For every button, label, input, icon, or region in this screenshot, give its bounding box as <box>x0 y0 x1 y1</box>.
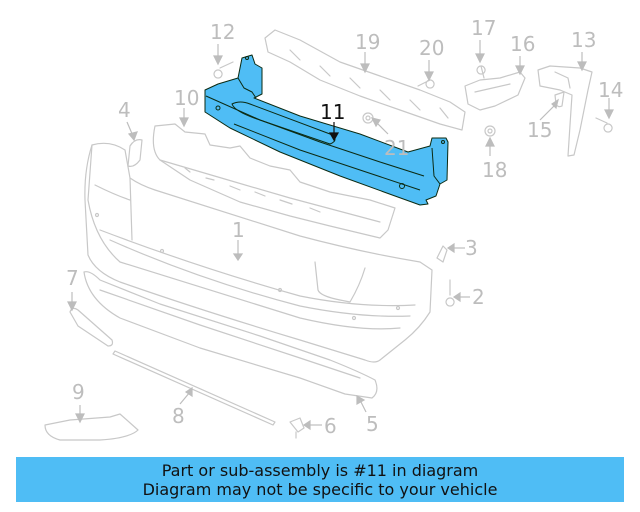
part-9-trim[interactable] <box>44 413 139 441</box>
callout-19[interactable]: 19 <box>355 30 381 54</box>
part-11-bumper-reinforcement[interactable] <box>204 54 449 206</box>
callout-4[interactable]: 4 <box>118 98 131 122</box>
part-19-upper-bracket[interactable] <box>264 29 466 131</box>
callout-18[interactable]: 18 <box>482 158 508 182</box>
callout-8[interactable]: 8 <box>172 404 185 428</box>
part-8-strip[interactable] <box>112 350 276 426</box>
callout-11[interactable]: 11 <box>320 100 346 124</box>
callout-9[interactable]: 9 <box>72 380 85 404</box>
banner-line-1: Part or sub-assembly is #11 in diagram <box>161 460 479 480</box>
callout-1[interactable]: 1 <box>232 218 245 242</box>
callout-7[interactable]: 7 <box>66 266 79 290</box>
part-18-nut[interactable] <box>484 125 496 137</box>
part-10-energy-absorber[interactable] <box>152 123 396 239</box>
part-6-clip[interactable] <box>289 417 305 439</box>
part-1-bumper-cover[interactable] <box>84 142 433 363</box>
banner-line-2: Diagram may not be specific to your vehi… <box>142 479 498 499</box>
callout-2[interactable]: 2 <box>472 285 485 309</box>
part-2-bolt[interactable] <box>445 279 455 307</box>
part-14-bolt[interactable] <box>595 117 613 133</box>
part-17-bolt[interactable] <box>476 65 486 79</box>
part-20-bolt[interactable] <box>417 79 435 89</box>
callout-21[interactable]: 21 <box>384 136 410 160</box>
callout-13[interactable]: 13 <box>571 28 597 52</box>
callout-14[interactable]: 14 <box>598 78 624 102</box>
part-7-trim[interactable] <box>69 307 114 347</box>
callout-10[interactable]: 10 <box>174 86 200 110</box>
part-info-banner: Part or sub-assembly is #11 in diagram D… <box>16 457 624 502</box>
part-13-side-bracket[interactable] <box>537 65 593 157</box>
callout-12[interactable]: 12 <box>210 20 236 44</box>
callout-3[interactable]: 3 <box>465 236 478 260</box>
callout-16[interactable]: 16 <box>510 32 536 56</box>
callout-15[interactable]: 15 <box>527 118 553 142</box>
callout-5[interactable]: 5 <box>366 412 379 436</box>
part-3-clip[interactable] <box>436 245 448 263</box>
part-4-bracket[interactable] <box>127 139 143 167</box>
callout-17[interactable]: 17 <box>471 16 497 40</box>
part-12-bolt[interactable] <box>213 61 234 79</box>
part-5-lower-diffuser[interactable] <box>83 271 378 399</box>
callout-20[interactable]: 20 <box>419 36 445 60</box>
callout-6[interactable]: 6 <box>324 414 337 438</box>
part-16-side-bracket[interactable] <box>464 71 526 111</box>
